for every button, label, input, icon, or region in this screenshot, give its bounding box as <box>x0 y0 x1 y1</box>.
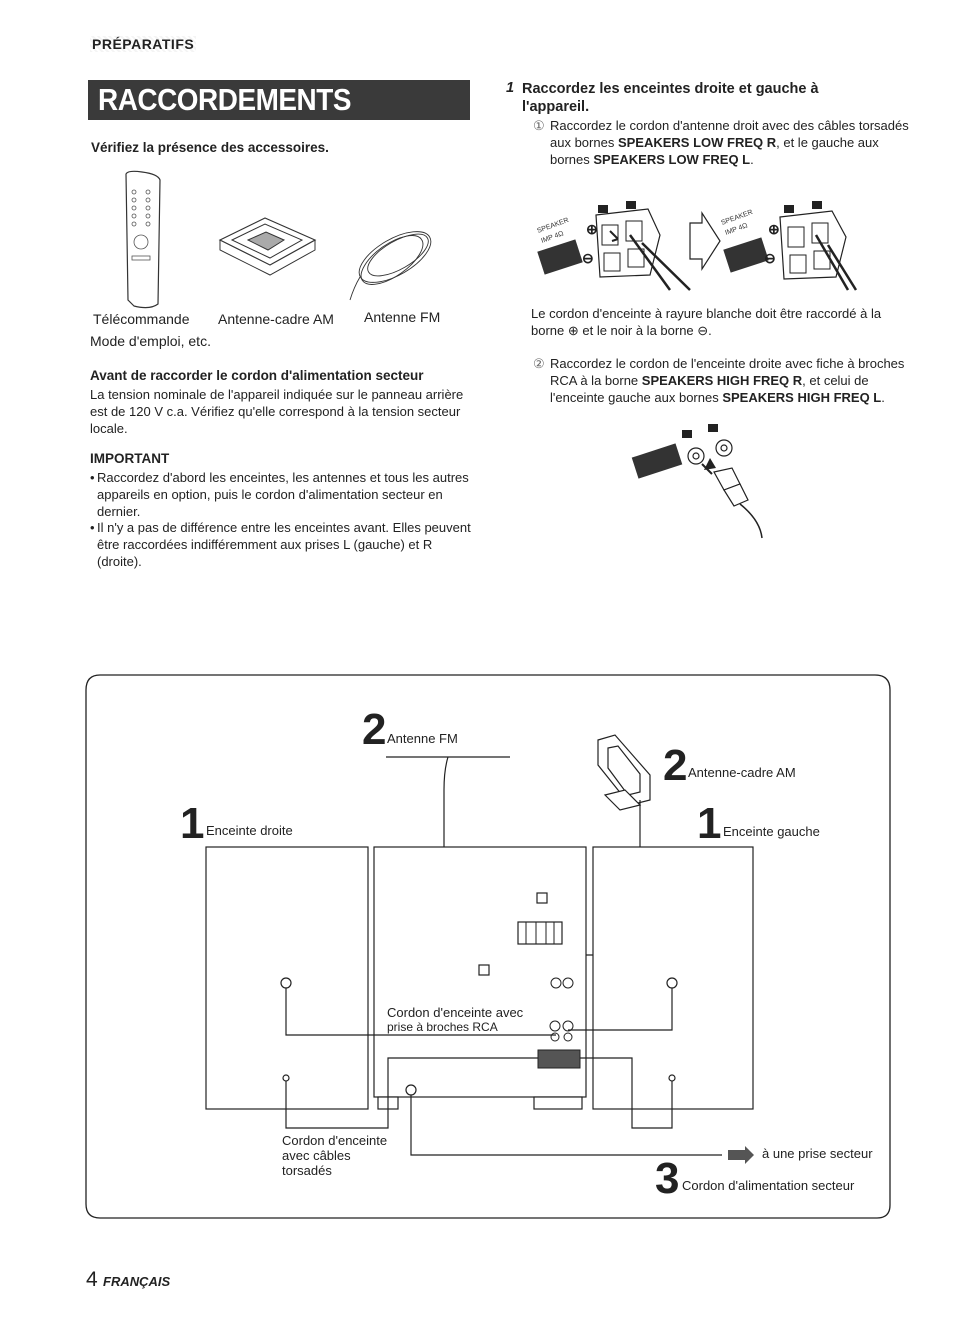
svg-text:⊕: ⊕ <box>768 221 780 237</box>
accessory-manual: Mode d'emploi, etc. <box>90 333 211 349</box>
outlet-label: à une prise secteur <box>762 1146 873 1161</box>
high-freq-rca-illustration <box>631 424 763 539</box>
am-label: Antenne-cadre AM <box>688 765 796 780</box>
power-text: La tension nominale de l'appareil indiqu… <box>90 387 464 436</box>
title-bar <box>88 80 470 120</box>
important-item-1: • Raccordez d'abord les enceintes, les a… <box>90 470 469 519</box>
low-freq-terminal-illustration: SPEAKER IMP 4Ω SPEAKER IMP 4Ω ⊕ ⊖ ⊕ ⊖ <box>536 201 858 291</box>
svg-text:⊕: ⊕ <box>586 221 598 237</box>
sub1-number: ① <box>533 118 545 133</box>
remote-control-icon <box>125 170 161 309</box>
fm-label: Antenne FM <box>387 731 458 746</box>
power-step-number: 3 <box>655 1154 680 1203</box>
step-title: Raccordez les enceintes droite et gauche… <box>522 81 819 115</box>
accessory-am-antenna: Antenne-cadre AM <box>218 311 334 327</box>
right-speaker-step-number: 1 <box>180 799 205 848</box>
sub2-text: Raccordez le cordon de l'enceinte droite… <box>550 356 905 405</box>
svg-text:⊖: ⊖ <box>582 250 594 266</box>
outlet-arrow <box>728 1146 754 1164</box>
sub1-text: Raccordez le cordon d'antenne droit avec… <box>550 118 909 167</box>
cord-color-note: Le cordon d'enceinte à rayure blanche do… <box>531 306 882 338</box>
power-heading: Avant de raccorder le cordon d'alimentat… <box>90 368 424 383</box>
section-label: PRÉPARATIFS <box>90 36 197 52</box>
svg-text:⊖: ⊖ <box>764 250 776 266</box>
left-speaker-label: Enceinte gauche <box>723 824 820 839</box>
fm-antenna-icon <box>349 231 432 301</box>
accessory-remote: Télécommande <box>93 311 190 327</box>
page-title: RACCORDEMENTS <box>98 82 352 117</box>
speaker-cords <box>280 977 722 1156</box>
page-number: 4 <box>86 1268 98 1291</box>
step-number: 1 <box>506 80 515 96</box>
power-cord-label: Cordon d'alimentation secteur <box>682 1178 855 1193</box>
accessories-heading: Vérifiez la présence des accessoires. <box>91 140 329 155</box>
important-item-2: • Il n'y a pas de différence entre les e… <box>90 520 471 569</box>
am-loop-antenna-icon <box>218 217 317 276</box>
left-speaker-step-number: 1 <box>697 799 722 848</box>
accessory-fm-antenna: Antenne FM <box>364 309 441 325</box>
footer-language: FRANÇAIS <box>103 1274 171 1289</box>
diagram-frame <box>85 674 891 1219</box>
fm-step-number: 2 <box>362 705 387 754</box>
twisted-cord-label: Cordon d'enceinte avec câbles torsadés <box>282 1133 388 1178</box>
sub2-number: ② <box>533 356 545 371</box>
right-speaker-label: Enceinte droite <box>206 823 293 838</box>
am-step-number: 2 <box>663 741 688 790</box>
rca-cord-label: Cordon d'enceinte avec prise à broches R… <box>387 1005 524 1034</box>
important-heading: IMPORTANT <box>90 451 170 466</box>
